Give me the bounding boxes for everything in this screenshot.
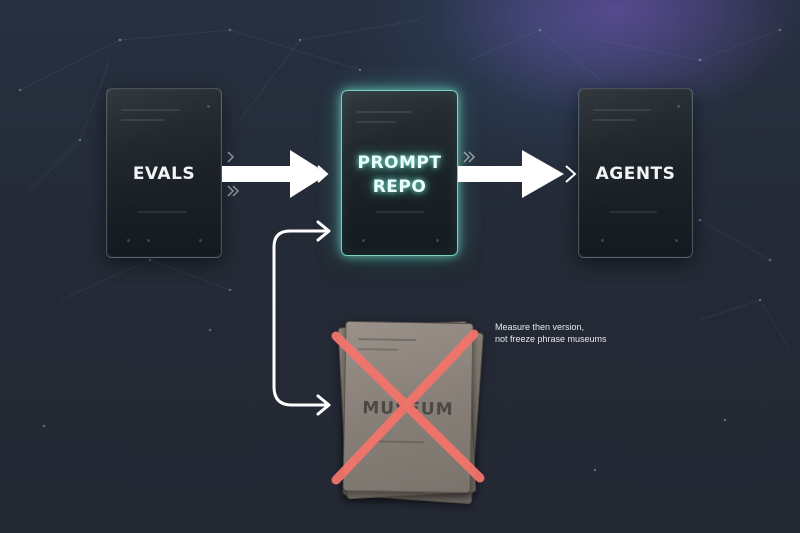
agents-label: AGENTS <box>595 164 676 184</box>
card-decoration-dot <box>362 239 365 242</box>
card-decoration-dot <box>677 105 680 108</box>
card-decoration-line <box>609 211 657 213</box>
card-decoration-line <box>376 211 424 213</box>
card-decoration-line <box>593 119 635 121</box>
agents-card: AGENTS <box>578 88 693 258</box>
evals-label: EVALS <box>132 164 196 184</box>
paper-decoration-line <box>357 348 399 351</box>
card-decoration-dot <box>675 239 678 242</box>
card-decoration-dot <box>147 239 150 242</box>
prompt-repo-card: PROMPT REPO <box>341 90 458 256</box>
card-decoration-line <box>121 109 181 111</box>
annotation-line-1: Measure then version, <box>495 322 585 332</box>
paper-decoration-line <box>358 338 417 342</box>
museum-paper-front: MUSEUM <box>342 320 474 494</box>
prompt-repo-label-line-1: PROMPT <box>357 153 442 173</box>
card-decoration-line <box>137 211 187 213</box>
annotation-line-2: not freeze phrase museums <box>495 334 607 344</box>
card-decoration-dot <box>127 239 130 242</box>
museum-label: MUSEUM <box>362 398 454 420</box>
card-decoration-dot <box>199 239 202 242</box>
card-decoration-line <box>356 121 396 123</box>
paper-decoration-line <box>374 440 425 444</box>
annotation-text: Measure then version, not freeze phrase … <box>495 321 665 345</box>
prompt-repo-label-line-2: REPO <box>372 177 427 197</box>
card-decoration-line <box>121 119 165 121</box>
card-decoration-dot <box>207 105 210 108</box>
card-decoration-line <box>356 111 412 113</box>
card-decoration-line <box>593 109 651 111</box>
museum-paper-stack: MUSEUM <box>336 318 486 505</box>
evals-card: EVALS <box>106 88 222 258</box>
card-decoration-dot <box>601 239 604 242</box>
card-decoration-dot <box>436 239 439 242</box>
